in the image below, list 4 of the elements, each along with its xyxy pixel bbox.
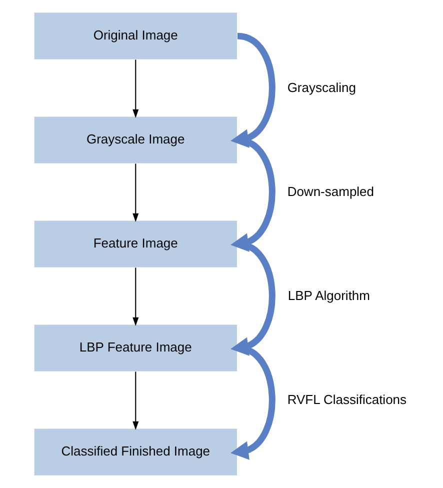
edge-label: Down-sampled bbox=[287, 184, 374, 199]
edge-label: LBP Algorithm bbox=[288, 288, 370, 303]
edge-label: RVFL Classifications bbox=[287, 392, 407, 407]
edge-label: Grayscaling bbox=[287, 80, 356, 95]
